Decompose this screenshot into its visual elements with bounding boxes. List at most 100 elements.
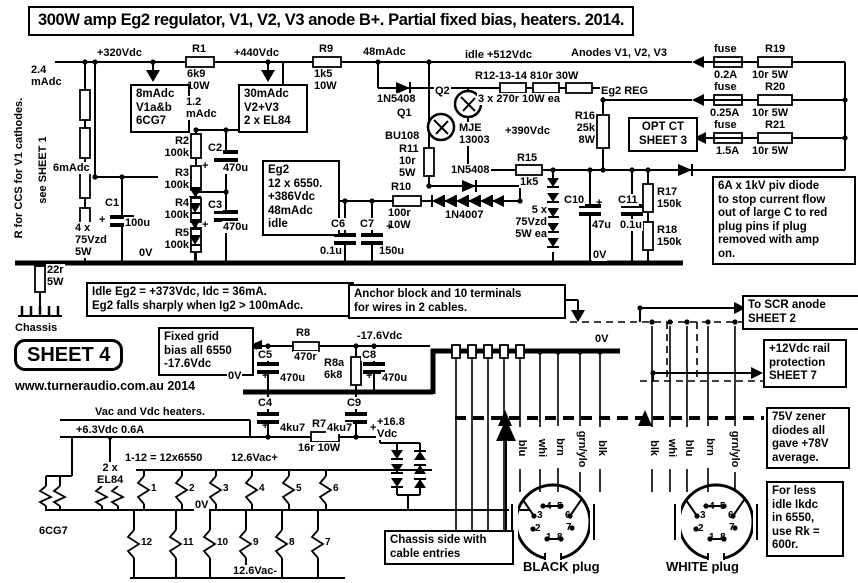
white-plug-pin: 5 — [720, 501, 726, 512]
label-c3: C3 — [207, 199, 224, 212]
heater-number: 2 — [189, 483, 195, 494]
heater-number: 9 — [253, 537, 259, 548]
label-r2: R2 100k — [158, 135, 190, 160]
label-3x270r: 3 x 270r 10W ea — [477, 93, 561, 106]
label-c6: C6 — [330, 218, 347, 231]
label-r7: R7 — [311, 418, 328, 431]
label-r4: R4 100k — [158, 197, 190, 222]
label-1p2madc: 1.2 mAdc — [185, 96, 218, 121]
site-url: www.turneraudio.com.au 2014 — [14, 379, 197, 394]
label-0v-bias-left: 0V — [227, 370, 243, 383]
label-c4: C4 — [257, 397, 274, 410]
white-plug-pin: 3 — [700, 510, 706, 521]
label-c9: C9 — [346, 397, 363, 410]
label-r3: R3 100k — [158, 167, 190, 192]
label-1n4007: 1N4007 — [444, 209, 485, 222]
label-c4-plus: + — [262, 420, 269, 432]
label-r16: R16 25k 8W — [568, 110, 596, 147]
black-plug-pin: 7 — [566, 522, 572, 533]
note-chassis-side: Chassis side with cable entries — [384, 530, 514, 566]
black-plug-pin: 2 — [535, 523, 541, 534]
label-2x-el84: 2 x EL84 — [96, 462, 125, 487]
label-eg2-reg: Eg2 REG — [600, 85, 650, 98]
note-12vdc-rail: +12Vdc rail protection SHEET 7 — [763, 339, 847, 388]
label-c8-plus: + — [366, 370, 373, 382]
label-1n5408-mid: 1N5408 — [450, 164, 491, 177]
sheet4-badge: SHEET 4 — [14, 339, 124, 371]
label-r1: R1 — [191, 43, 208, 56]
label-q1-type: BU108 — [384, 130, 421, 143]
wire-color-label: blk — [647, 427, 661, 470]
label-r19: R19 — [764, 43, 787, 56]
label-anodes: Anodes V1, V2, V3 — [570, 47, 668, 60]
label-see-sheet1: see SHEET 1 — [36, 116, 50, 225]
label-c1-value: 100u — [124, 217, 152, 230]
label-c5-value: 470u — [279, 372, 307, 385]
label-c7-value: 150u — [378, 245, 406, 258]
label-fuse-3: fuse — [713, 119, 738, 132]
label-c7: C7 — [359, 218, 376, 231]
title: 300W amp Eg2 regulator, V1, V2, V3 anode… — [28, 6, 635, 36]
label-6v3dc: +6.3Vdc 0.6A — [75, 424, 146, 437]
black-plug-pin: 5 — [557, 501, 563, 512]
label-fuse-1: fuse — [713, 43, 738, 56]
wire-color-label: blk — [595, 427, 609, 470]
black-plug-pin: 3 — [537, 510, 543, 521]
wire-color-label: brn — [703, 426, 717, 469]
label-zener-4x: 4 x 75Vzd 5W — [74, 222, 108, 259]
label-c3-value: 470u — [222, 221, 250, 234]
note-6a-diode: 6A x 1kV piv diode to stop current flow … — [712, 176, 856, 266]
label-r15-value: 1k5 — [519, 176, 540, 189]
label-r19-value: 10r 5W — [751, 69, 790, 82]
label-fuse-2: fuse — [713, 81, 738, 94]
wire-color-label: whi — [665, 427, 679, 470]
label-zener-5x: 5 x 75Vzd 5W ea — [508, 204, 548, 241]
heater-number: 10 — [217, 537, 229, 548]
wire-color-label: blu — [515, 427, 529, 470]
label-0v-mid: 0V — [592, 249, 608, 262]
heater-number: 12 — [141, 537, 153, 548]
label-0v-bias-right: 0V — [594, 333, 610, 346]
label-c2-value: 470u — [222, 162, 250, 175]
white-plug-pin: 7 — [729, 522, 735, 533]
label-r20: R20 — [764, 81, 787, 94]
label-2p4madc: 2.4 mAdc — [30, 64, 63, 89]
white-plug-pin: 2 — [698, 523, 704, 534]
label-r9: R9 — [318, 43, 335, 56]
label-0v-left: 0V — [138, 247, 154, 260]
heater-number: 11 — [183, 537, 194, 548]
label-r7-value: 16r 10W — [297, 442, 342, 455]
label-q1: Q1 — [396, 107, 413, 120]
label-12v6-plus: 12.6Vac+ — [230, 452, 279, 465]
note-idle-eg2: Idle Eg2 = +373Vdc, Idc = 36mA. Eg2 fall… — [86, 282, 354, 318]
label-c5-plus: + — [262, 370, 269, 382]
label-r12-13-14: R12-13-14 810r 30W — [474, 70, 580, 83]
label-c11-value: 0.1u — [619, 219, 644, 232]
label-c7-plus: + — [386, 221, 393, 233]
label-c10: C10 — [563, 194, 586, 207]
white-plug-pin: 8 — [720, 532, 726, 543]
label-plus16v8: +16.8 Vdc — [376, 416, 406, 441]
label-r11: R11 10r 5W — [398, 143, 420, 180]
label-r1-value: 6k9 10W — [186, 68, 211, 93]
label-minus17v6: -17.6Vdc — [356, 330, 404, 343]
label-fuse-3-rating: 1.5A — [715, 145, 741, 158]
note-opt-ct: OPT CT SHEET 3 — [628, 117, 698, 153]
label-320vdc: +320Vdc — [96, 47, 143, 60]
label-c6-value: 0.1u — [319, 245, 344, 258]
note-fixed-bias: Fixed grid bias all 6550 -17.6Vdc — [158, 327, 254, 376]
white-plug-pin: 6 — [728, 510, 734, 521]
black-plug-pin: 8 — [557, 532, 563, 543]
label-r21-value: 10r 5W — [751, 145, 790, 158]
black-plug-name: BLACK plug — [522, 559, 601, 575]
label-idle-512vdc: idle +512Vdc — [464, 49, 533, 62]
label-r18: R18 150k — [656, 224, 683, 249]
heater-number: 7 — [325, 537, 331, 548]
label-r15: R15 — [516, 152, 539, 165]
label-440vdc: +440Vdc — [233, 47, 280, 60]
wire-color-label: whi — [535, 427, 549, 470]
label-r20-value: 10r 5W — [751, 107, 790, 120]
label-1n5408-top: 1N5408 — [376, 93, 417, 106]
black-plug-pin: 6 — [565, 510, 571, 521]
